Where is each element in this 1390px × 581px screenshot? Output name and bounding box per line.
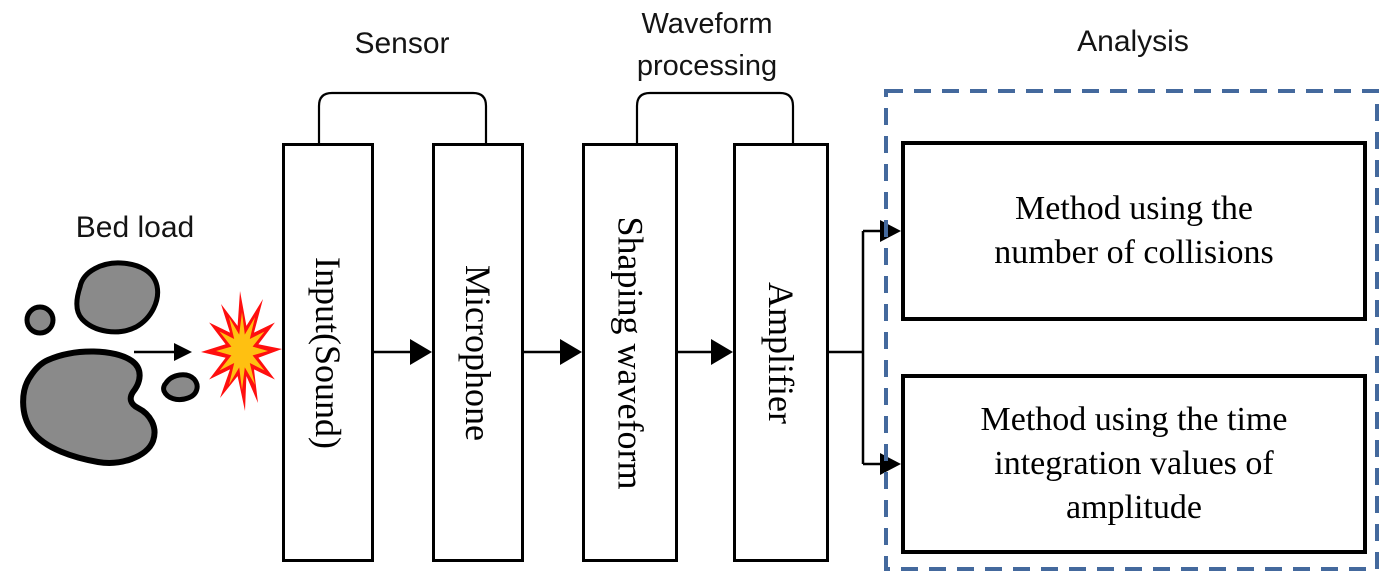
analysis-group-label: Analysis xyxy=(1077,25,1189,58)
sensor-group-label: Sensor xyxy=(354,27,450,60)
rock-large xyxy=(20,348,158,466)
waveform-processing-group-label: Waveform processing xyxy=(636,8,778,82)
burst-outer-star xyxy=(201,291,282,411)
block-microphone: Microphone xyxy=(432,143,524,562)
method-time-integration-box: Method using the time integration values… xyxy=(901,374,1367,554)
block-input-sound-label: Input(Sound) xyxy=(308,256,348,449)
block-shaping-waveform-label: Shaping waveform xyxy=(610,216,650,489)
block-amplifier-label: Amplifier xyxy=(761,281,801,424)
block-input-sound: Input(Sound) xyxy=(282,143,374,562)
block-amplifier: Amplifier xyxy=(733,143,829,562)
arrow-bedload-to-collision xyxy=(134,343,192,361)
block-shaping-waveform: Shaping waveform xyxy=(582,143,678,562)
method-number-of-collisions-box: Method using the number of collisions xyxy=(901,141,1367,321)
rock-pebble xyxy=(24,304,56,336)
amplifier-branch-connector xyxy=(829,231,865,464)
sensor-bracket xyxy=(317,91,488,143)
burst-inner-star xyxy=(216,312,268,390)
waveform-processing-bracket xyxy=(635,91,795,143)
method-time-integration-label: Method using the time integration values… xyxy=(980,401,1288,526)
collision-burst-icon xyxy=(201,291,282,411)
bed-load-rocks xyxy=(20,260,200,466)
block-microphone-label: Microphone xyxy=(458,264,498,441)
arrow-branch-to-integration-method xyxy=(863,453,901,475)
rock-small xyxy=(161,372,200,403)
arrow-branch-to-collisions-method xyxy=(863,220,901,242)
bed-load-label: Bed load xyxy=(75,211,195,244)
rock-medium xyxy=(74,260,161,335)
method-number-of-collisions-label: Method using the number of collisions xyxy=(994,190,1274,271)
arrow-input-to-microphone xyxy=(374,339,432,365)
arrow-shaping-to-amplifier xyxy=(678,339,733,365)
arrow-microphone-to-shaping xyxy=(524,339,582,365)
